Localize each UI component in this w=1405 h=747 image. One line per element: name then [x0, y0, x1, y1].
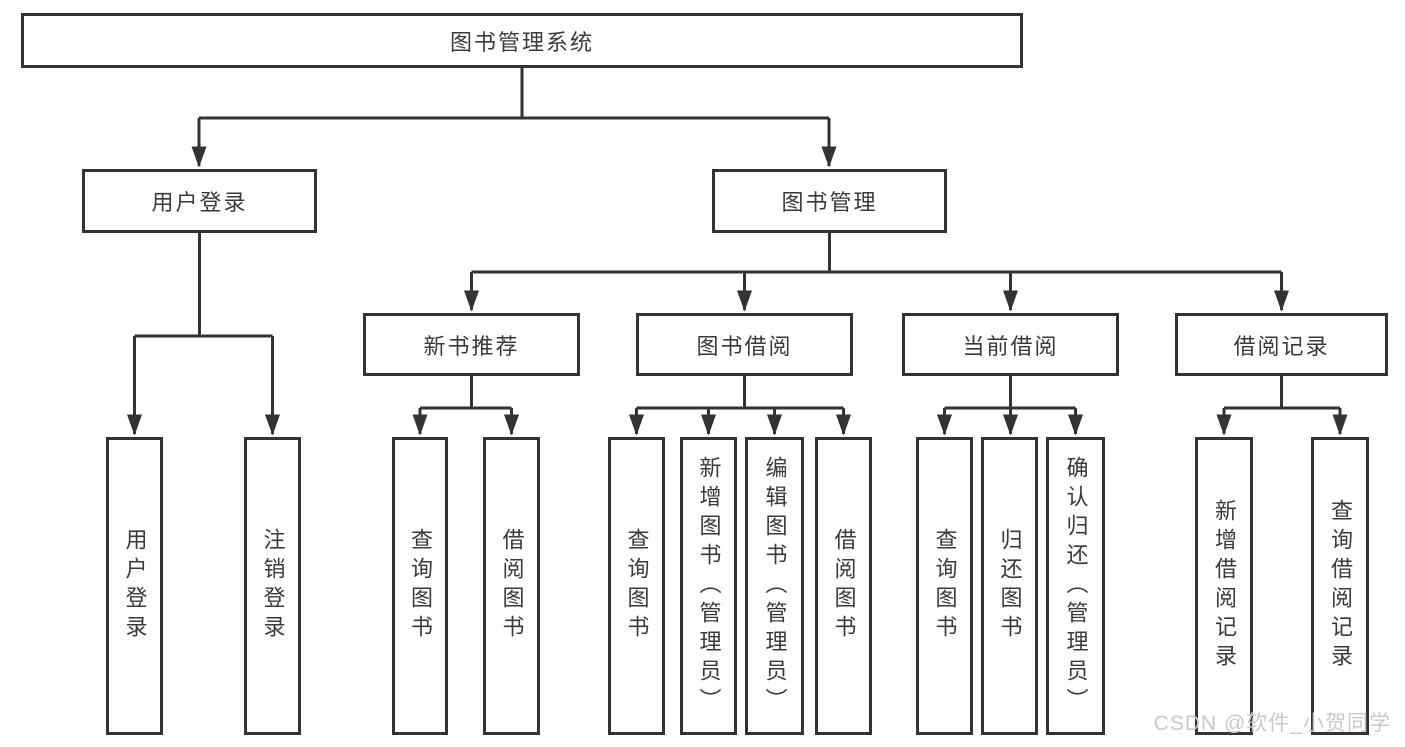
leaf-logout-label: 注销登录	[260, 528, 286, 644]
leaf-add-borrow-record: 新增借阅记录	[1195, 437, 1253, 735]
leaf-query-books-borrow: 查询图书	[608, 437, 665, 735]
node-library-system-label: 图书管理系统	[449, 29, 594, 55]
leaf-borrow-books: 借阅图书	[815, 437, 872, 735]
leaf-borrow-books-label: 借阅图书	[831, 528, 857, 644]
connector-new-book-trunk	[420, 376, 512, 410]
connector-book-management-trunk	[471, 233, 1282, 274]
leaf-logout: 注销登录	[244, 437, 301, 735]
node-new-book-recommend-label: 新书推荐	[423, 333, 520, 359]
connector-book-borrow-trunk	[636, 376, 844, 410]
node-book-borrow: 图书借阅	[636, 313, 853, 376]
connector-user-login-trunk	[134, 233, 273, 338]
leaf-query-books-borrow-label: 查询图书	[624, 528, 650, 644]
connector-current-borrow-trunk	[944, 376, 1076, 410]
leaf-edit-book-admin: 编辑图书（管理员）	[745, 437, 804, 735]
node-library-system: 图书管理系统	[21, 13, 1023, 68]
leaf-add-borrow-record-label: 新增借阅记录	[1212, 499, 1237, 673]
node-borrow-records-label: 借阅记录	[1233, 333, 1330, 359]
node-book-borrow-label: 图书借阅	[696, 333, 793, 359]
node-user-login: 用户登录	[82, 169, 317, 233]
leaf-confirm-return-admin-label: 确认归还（管理员）	[1063, 455, 1089, 717]
leaf-query-books-new-label: 查询图书	[408, 528, 433, 644]
leaf-user-login-label: 用户登录	[122, 528, 148, 644]
leaf-edit-book-admin-label: 编辑图书（管理员）	[762, 455, 788, 717]
node-current-borrow: 当前借阅	[902, 313, 1119, 376]
csdn-watermark: CSDN @软件_小贺同学	[1153, 712, 1391, 735]
node-user-login-label: 用户登录	[151, 190, 248, 215]
leaf-query-books-current: 查询图书	[916, 437, 973, 735]
leaf-query-borrow-record: 查询借阅记录	[1311, 437, 1369, 735]
leaf-borrow-books-new: 借阅图书	[483, 437, 540, 735]
leaf-query-books-new: 查询图书	[392, 437, 448, 735]
leaf-return-books-label: 归还图书	[997, 528, 1023, 644]
leaf-query-books-current-label: 查询图书	[932, 528, 958, 644]
node-new-book-recommend: 新书推荐	[363, 313, 580, 376]
leaf-borrow-books-new-label: 借阅图书	[499, 528, 525, 644]
connector-root-trunk	[199, 68, 829, 120]
leaf-return-books: 归还图书	[981, 437, 1038, 735]
node-current-borrow-label: 当前借阅	[962, 333, 1059, 359]
node-borrow-records: 借阅记录	[1175, 313, 1388, 376]
leaf-confirm-return-admin: 确认归还（管理员）	[1046, 437, 1105, 735]
leaf-user-login: 用户登录	[106, 437, 163, 735]
leaf-query-borrow-record-label: 查询借阅记录	[1328, 499, 1353, 673]
leaf-add-book-admin-label: 新增图书（管理员）	[696, 455, 722, 717]
leaf-add-book-admin: 新增图书（管理员）	[680, 437, 737, 735]
node-book-management: 图书管理	[712, 169, 947, 233]
connector-borrow-records-trunk	[1224, 376, 1340, 410]
node-book-management-label: 图书管理	[781, 190, 878, 215]
